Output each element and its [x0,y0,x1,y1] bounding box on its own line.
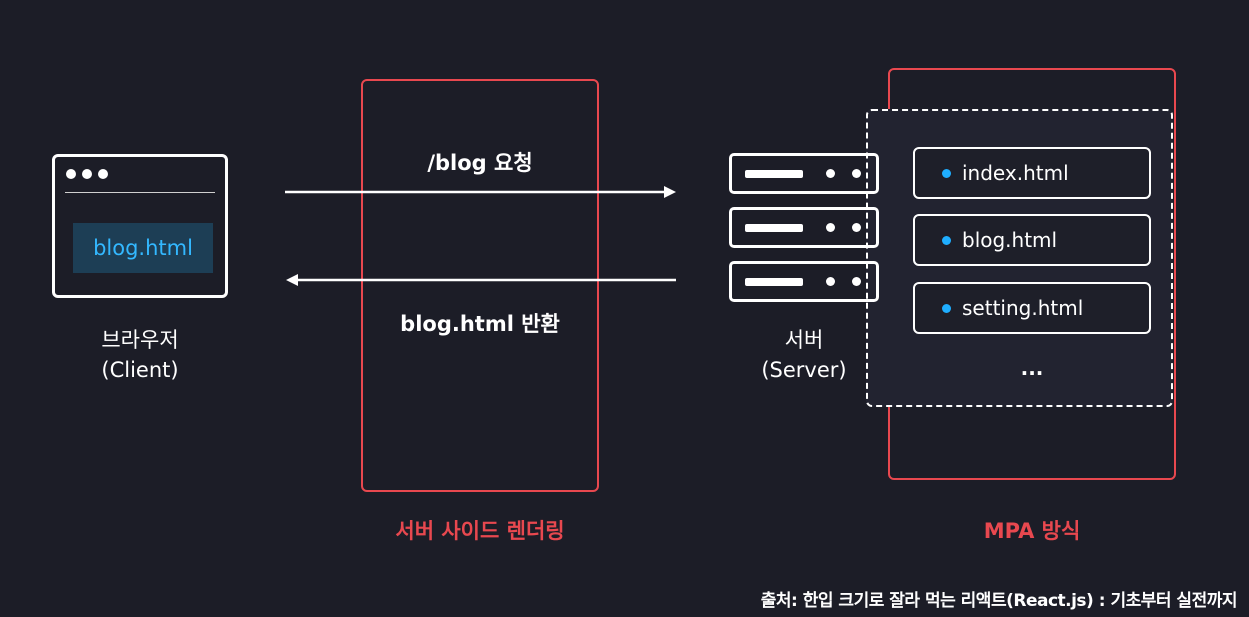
server-label: 서버 (Server) [704,325,904,385]
bullet-icon [942,168,951,178]
client-label-line2: (Client) [101,358,179,382]
server-label-line1: 서버 [784,328,824,352]
file-item: blog.html [913,214,1151,266]
server-rack-icon [729,207,879,248]
address-bar-divider [65,192,215,193]
browser-window: blog.html [52,154,228,298]
bullet-icon [942,303,951,313]
file-item: index.html [913,147,1151,199]
request-label: /blog 요청 [427,151,533,175]
request-response-arrows [285,186,676,286]
ssr-box [361,79,599,492]
client-file-label: blog.html [73,223,213,273]
request-arrow [285,186,676,198]
window-dot-icon [98,169,108,179]
client-label-line1: 브라우저 [101,328,179,352]
window-dot-icon [82,169,92,179]
server-label-line2: (Server) [761,358,847,382]
client-label: 브라우저 (Client) [40,325,240,385]
source-caption: 출처: 한입 크기로 잘라 먹는 리액트(React.js) : 기초부터 실전… [760,591,1238,611]
response-arrow [286,274,676,286]
window-dot-icon [66,169,76,179]
mpa-label: MPA 방식 [983,519,1081,543]
file-name: blog.html [962,228,1058,252]
bullet-icon [942,235,951,245]
more-files-ellipsis: ... [1020,356,1044,380]
server-rack-icon [729,261,879,302]
response-label: blog.html 반환 [400,312,560,336]
file-item: setting.html [913,282,1151,334]
server-rack-icon [729,153,879,194]
file-name: setting.html [962,296,1084,320]
file-name: index.html [962,161,1069,185]
ssr-label: 서버 사이드 렌더링 [395,519,565,543]
